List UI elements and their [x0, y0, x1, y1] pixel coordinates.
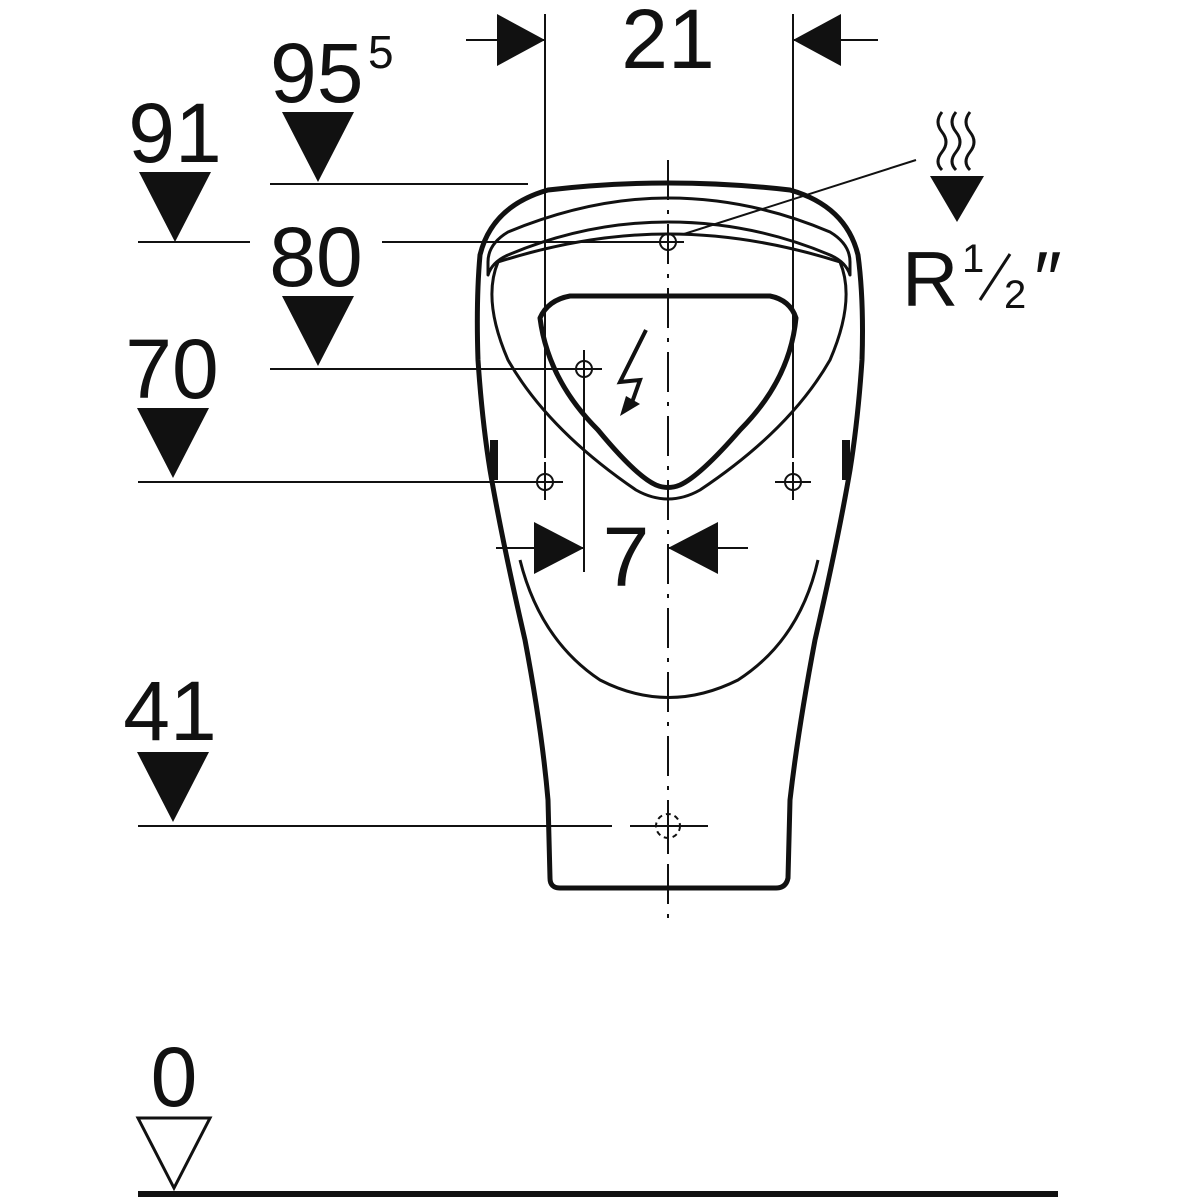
height-label-95: 95	[270, 26, 363, 120]
height-triangle-icon	[139, 172, 211, 242]
height-marker-80: 80	[269, 210, 652, 370]
height-label-70: 70	[125, 322, 218, 416]
height-label-95-superscript: 5	[368, 26, 394, 78]
water-supply-icon	[930, 111, 984, 222]
height-marker-41: 41	[123, 664, 612, 827]
fixing-point-icon	[527, 226, 811, 500]
height-marker-91: 91	[128, 86, 250, 243]
electrical-connection-icon	[616, 329, 648, 416]
urinal-outline	[474, 180, 865, 891]
water-supply-leader	[683, 159, 917, 235]
floor-level-triangle-icon	[135, 1116, 213, 1192]
right-fixing-lug	[842, 440, 850, 480]
height-triangle-icon	[137, 752, 209, 822]
height-marker-95-5: 95 5	[270, 26, 528, 185]
bowl-inner	[537, 293, 799, 490]
dimension-label-21: 21	[621, 0, 714, 86]
dimension-label-7: 7	[603, 510, 650, 604]
thread-fraction-denominator: 2	[1004, 273, 1026, 317]
dimension-7: 7	[496, 510, 748, 604]
thread-size-label: R 1 2 ″	[902, 235, 1062, 323]
thread-suffix: ″	[1034, 235, 1062, 323]
floor-reference: 0	[135, 1030, 1058, 1197]
dimension-21: 21	[466, 0, 878, 86]
height-triangle-icon	[282, 112, 354, 182]
height-triangle-icon	[282, 296, 354, 366]
height-label-0: 0	[151, 1030, 198, 1124]
drain-outlet-icon	[630, 800, 708, 852]
height-marker-70: 70	[125, 322, 530, 483]
height-label-41: 41	[123, 664, 216, 758]
height-label-80: 80	[269, 210, 362, 304]
left-fixing-lug	[490, 440, 498, 480]
thread-fraction-numerator: 1	[962, 237, 984, 281]
height-triangle-icon	[137, 408, 209, 478]
thread-prefix: R	[902, 235, 958, 323]
height-label-91: 91	[128, 86, 221, 180]
